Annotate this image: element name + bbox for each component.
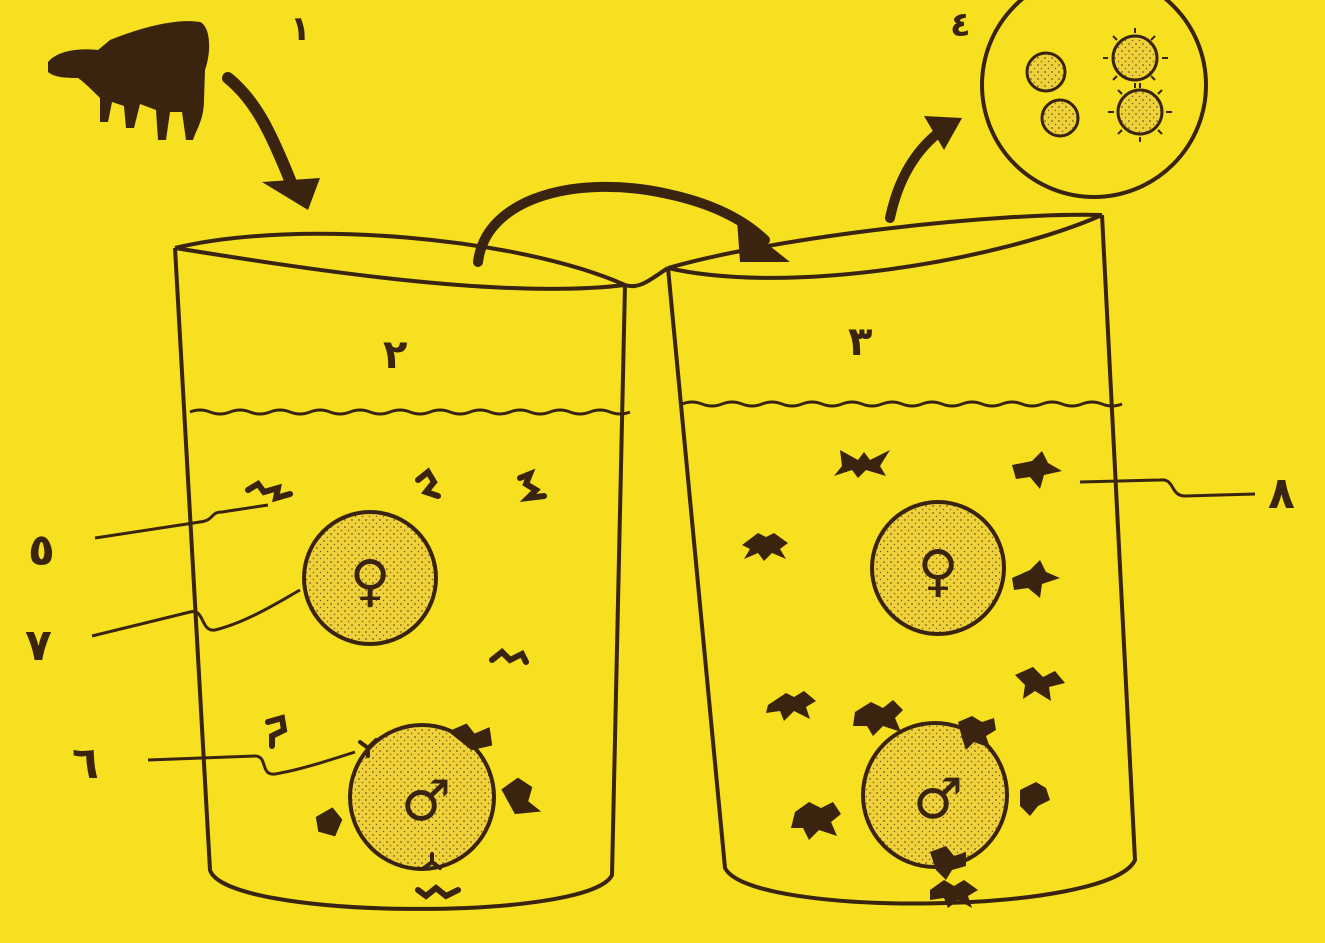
egg-cell-right: ♀ [872,502,1004,634]
male-symbol-left: ♂ [401,769,451,834]
antigen-icon [248,484,290,498]
label-tube-left: ٢ [383,332,407,378]
leader-lines [92,480,1255,774]
antigen-icon [418,472,438,496]
antibody-icon [853,700,903,736]
antibody-icon [742,533,788,561]
egg-cell-left: ♀ [304,512,436,644]
antibody-icon [318,810,340,834]
antibody-icon [1015,667,1065,701]
antibody-icon [1012,451,1062,489]
antibody-icon [1020,782,1050,816]
curved-arrow-icon [228,78,320,210]
label-tube-right: ٣ [848,319,872,365]
antibody-icon [504,780,536,812]
female-symbol-left: ♀ [349,549,390,614]
female-symbol-right: ♀ [917,539,958,604]
label-egg-cell: ٧ [25,620,52,671]
antibody-icon [1012,560,1060,598]
cow-icon [48,21,209,140]
antigen-icon [520,474,544,498]
output-arrow-icon [890,116,962,218]
cell-inset [982,0,1206,197]
label-sperm-antigen: ٥ [28,525,55,576]
antibody-icon [766,691,816,721]
male-symbol-right: ♂ [913,767,963,832]
antibody-icon [791,802,841,840]
antigen-icon [418,888,458,896]
label-bound-antibody: ٦ [72,738,99,789]
antigen-icon [268,718,284,746]
label-free-antibody: ٨ [1268,468,1295,519]
label-cow: ١ [290,9,311,49]
antibody-icon [834,450,890,478]
label-cell-inset: ٤ [950,5,971,45]
antigen-icon [492,652,526,662]
